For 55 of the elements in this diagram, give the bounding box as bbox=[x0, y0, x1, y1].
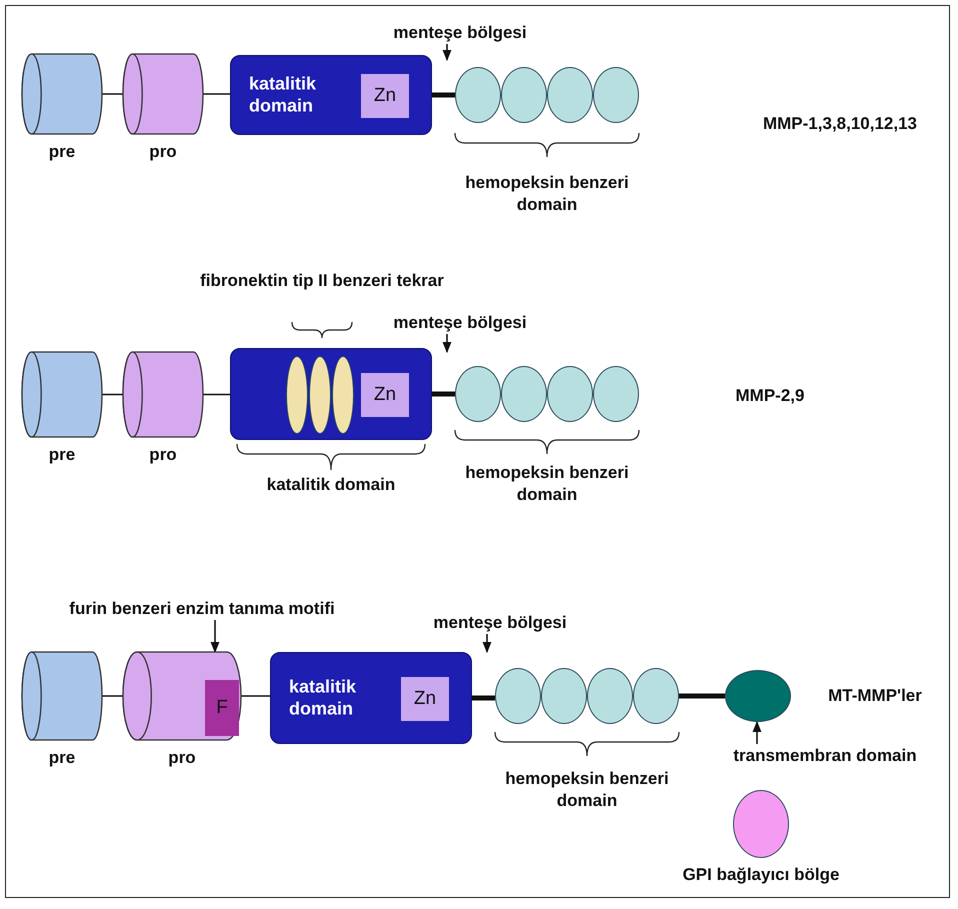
arrow bbox=[442, 44, 452, 62]
circle bbox=[455, 366, 501, 422]
domain-label: pro bbox=[168, 748, 196, 768]
circle bbox=[547, 67, 593, 123]
circle bbox=[633, 668, 679, 724]
domain-label: GPI bağlayıcı bölge bbox=[682, 865, 840, 885]
annotation-text: transmembran domain bbox=[700, 744, 950, 768]
circle bbox=[501, 67, 547, 123]
label: katalitik domain bbox=[266, 474, 396, 496]
catalytic-domain-box bbox=[230, 55, 432, 135]
arrow bbox=[442, 334, 452, 354]
catalytic-domain-box bbox=[270, 652, 472, 744]
circle bbox=[455, 67, 501, 123]
connector-line bbox=[432, 392, 455, 396]
connector-line bbox=[203, 394, 230, 396]
connector-line bbox=[102, 394, 123, 396]
arrow bbox=[752, 720, 762, 744]
zinc-box: Zn bbox=[361, 74, 409, 118]
label: fibronektin tip II benzeri tekrar bbox=[199, 270, 445, 292]
annotation-text: menteşe bölgesi bbox=[385, 22, 535, 44]
catalytic-domain-box bbox=[230, 348, 432, 440]
label: MMP-1,3,8,10,12,13 bbox=[762, 113, 918, 135]
circle bbox=[587, 668, 633, 724]
connector-line bbox=[203, 93, 230, 95]
motif-box: F bbox=[205, 680, 239, 736]
connector-line bbox=[102, 695, 123, 697]
domain-label: pre bbox=[48, 142, 76, 162]
domain-label: pro bbox=[149, 142, 177, 162]
annotation-text: menteşe bölgesi bbox=[385, 312, 535, 334]
connector-line bbox=[241, 695, 270, 697]
domain-name: katalitik domain bbox=[289, 676, 358, 720]
annotation-text: menteşe bölgesi bbox=[425, 612, 575, 634]
label: hemopeksin benzeri domain bbox=[464, 172, 630, 216]
label: hemopeksin benzeri domain bbox=[464, 462, 630, 506]
label: MMP-2,9 bbox=[734, 385, 806, 407]
arrow bbox=[210, 620, 220, 654]
label: hemopeksin benzeri domain bbox=[504, 768, 670, 812]
domain-label: pre bbox=[48, 445, 76, 465]
zinc-box: Zn bbox=[401, 677, 449, 721]
connector-line bbox=[679, 694, 725, 698]
domain-name: katalitik domain bbox=[249, 73, 318, 117]
circle bbox=[547, 366, 593, 422]
connector-line bbox=[102, 93, 123, 95]
zinc-box: Zn bbox=[361, 373, 409, 417]
domain-label: pro bbox=[149, 445, 177, 465]
circle bbox=[593, 366, 639, 422]
annotation-text: furin benzeri enzim tanıma motifi bbox=[22, 598, 382, 620]
connector-line bbox=[472, 696, 495, 700]
circle bbox=[501, 366, 547, 422]
connector-line bbox=[432, 92, 455, 98]
circle bbox=[541, 668, 587, 724]
arrow bbox=[482, 634, 492, 654]
circle bbox=[593, 67, 639, 123]
label: MT-MMP'ler bbox=[827, 685, 923, 707]
domain-label: pre bbox=[48, 748, 76, 768]
